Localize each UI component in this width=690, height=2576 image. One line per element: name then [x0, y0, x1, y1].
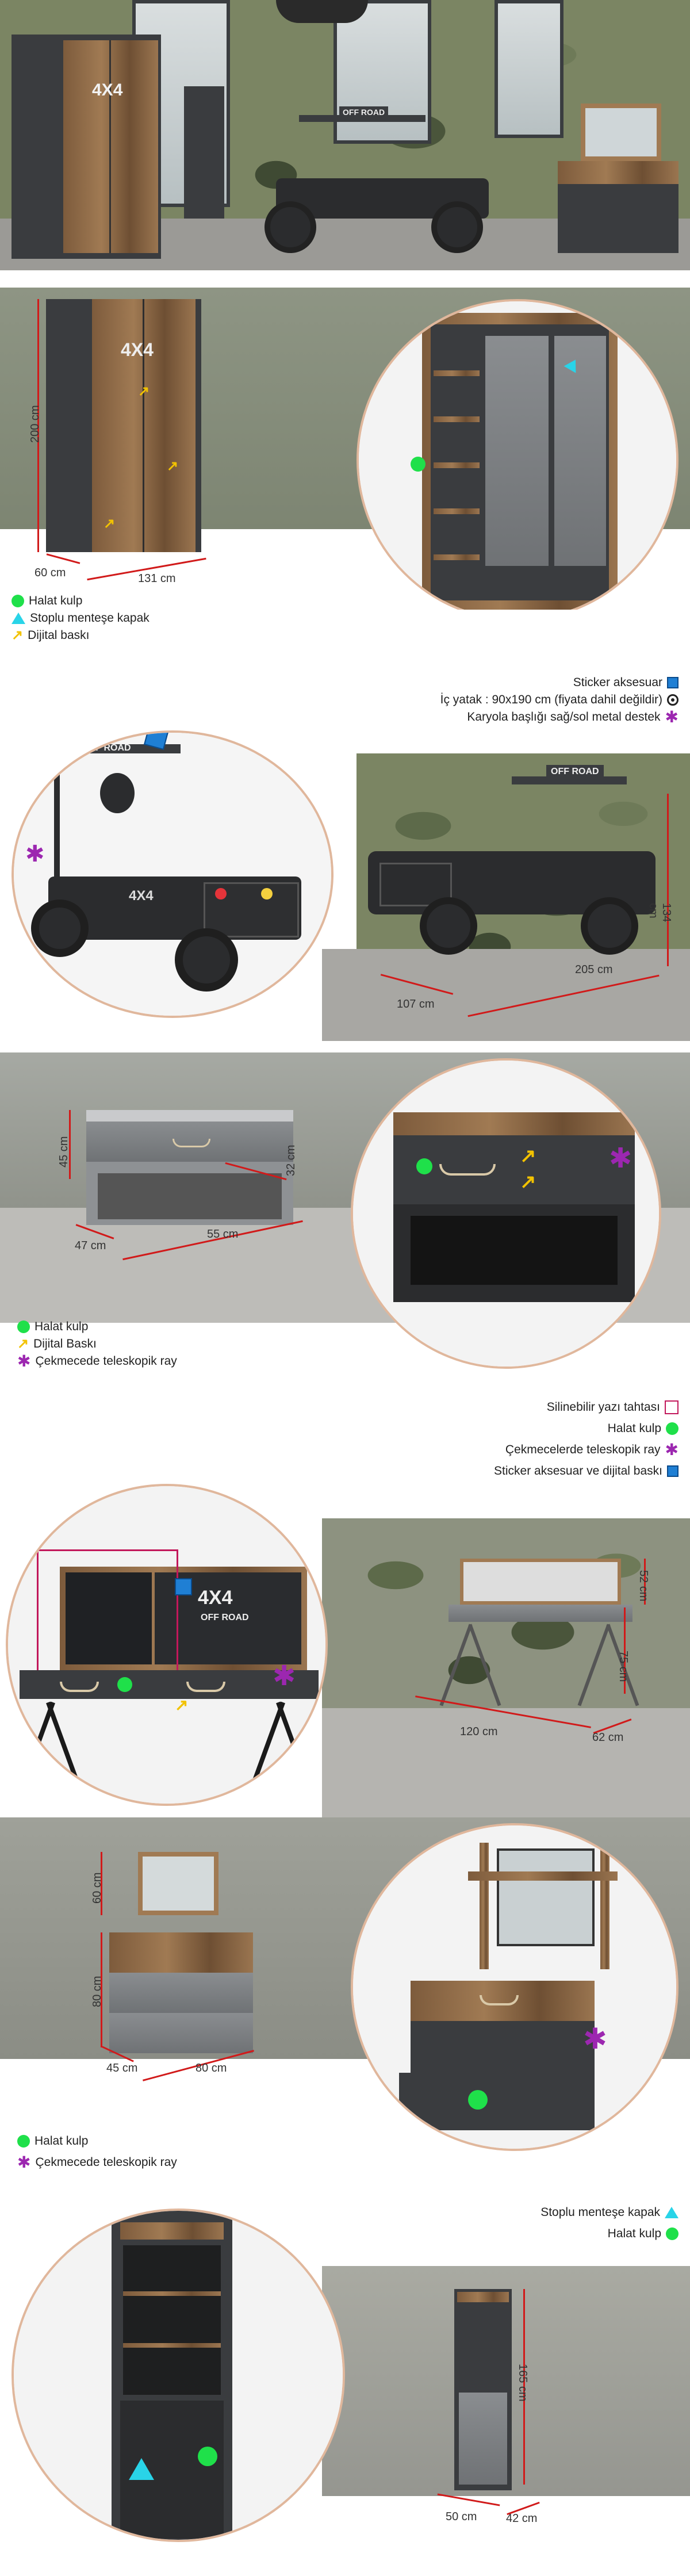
desk-section: 4X4 OFF ROAD ✱ ↗ 52 cm 75 cm 120 cm 62 c…: [0, 1484, 690, 1829]
wardrobe-height-label: 200 cm: [29, 405, 41, 443]
handle-marker-icon: [117, 1677, 132, 1692]
nightstand-legend-item: ↗Dijital Baskı: [17, 1336, 97, 1352]
bed-legend-item: Karyola başlığı sağ/sol metal destek✱: [467, 708, 678, 726]
rail-marker-icon: ✱: [583, 2023, 607, 2055]
bed-width-label: 107 cm: [397, 998, 435, 1011]
green-dot-icon: [12, 595, 24, 607]
wardrobe-width-label: 131 cm: [138, 572, 176, 585]
bed-section: OFF ROAD 107 cm 205 cm 134 cm OFF ROAD 4…: [0, 730, 690, 1041]
metal-support-marker-icon: ✱: [25, 841, 45, 867]
nightstand-detail-circle: ↗ ↗ ✱: [351, 1058, 661, 1369]
blue-square-icon: [667, 1465, 678, 1477]
wardrobe-product: 4X4 ↗ ↗ ↗: [46, 299, 201, 552]
nightstand-top-height-label: 32 cm: [285, 1145, 297, 1176]
digital-print-arrow-icon: ↗: [175, 1696, 189, 1714]
bookcase-detail-circle: [12, 2208, 345, 2542]
green-dot-icon: [666, 1422, 678, 1435]
wardrobe-legend-item: ↗Dijital baskı: [12, 627, 90, 643]
hinge-marker-icon: [129, 2458, 154, 2480]
handle-marker-icon: [198, 2447, 217, 2466]
dresser-legend-item: ✱Çekmecede teleskopik ray: [17, 2153, 177, 2171]
desk-depth-label: 62 cm: [592, 1731, 624, 1744]
wardrobe-detail-circle: [356, 299, 678, 610]
bookcase-product: [454, 2289, 512, 2490]
handle-marker-icon: [416, 1158, 432, 1174]
digital-print-arrow-icon: ↗: [520, 1171, 536, 1193]
desk-product: [439, 1559, 639, 1706]
yellow-arrow-icon: ↗: [17, 1336, 29, 1352]
green-dot-icon: [666, 2227, 678, 2240]
dresser-depth-label: 45 cm: [106, 2062, 138, 2074]
desk-legend-item: Silinebilir yazı tahtası: [547, 1400, 678, 1414]
hero-jeep-bed: OFF ROAD: [264, 98, 500, 253]
nightstand-product: [86, 1110, 293, 1225]
chalkboard: [66, 1572, 152, 1664]
bookcase-legend-item: Stoplu menteşe kapak: [540, 2206, 678, 2219]
wardrobe-legend-item: Halat kulp: [12, 594, 82, 608]
nightstand-legend-item: ✱Çekmecede teleskopik ray: [17, 1352, 177, 1370]
bed-legend-item: İç yatak : 90x190 cm (fiyata dahil değil…: [440, 693, 678, 707]
desk-width-label: 120 cm: [460, 1725, 498, 1738]
wardrobe-depth-label: 60 cm: [34, 567, 66, 579]
hero-room-photo: 4X4 OFF ROAD: [0, 0, 690, 270]
dresser-legend-item: Halat kulp: [17, 2134, 88, 2148]
purple-star-icon: ✱: [665, 708, 678, 726]
wardrobe-section: 4X4 ↗ ↗ ↗ 200 cm 60 cm 131 cm: [0, 288, 690, 610]
purple-star-icon: ✱: [17, 1352, 31, 1370]
purple-star-icon: ✱: [17, 2153, 31, 2171]
hero-wardrobe: 4X4: [12, 35, 161, 259]
desk-legend-item: Halat kulp: [608, 1422, 678, 1436]
bookcase-height-label: 165 cm: [516, 2364, 529, 2402]
pink-square-icon: [665, 1400, 678, 1414]
dresser-width-label: 80 cm: [195, 2062, 227, 2074]
rail-marker-icon: ✱: [609, 1143, 632, 1174]
nightstand-section: 45 cm 47 cm 55 cm 32 cm ↗ ↗ ✱: [0, 1052, 690, 1375]
desk-legend-item: Çekmecelerde teleskopik ray✱: [505, 1441, 678, 1459]
nightstand-legend-item: Halat kulp: [17, 1320, 88, 1334]
desk-board-height-label: 52 cm: [637, 1570, 650, 1602]
cyan-triangle-icon: [12, 613, 25, 624]
purple-star-icon: ✱: [665, 1441, 678, 1459]
bed-product: OFF ROAD: [368, 765, 667, 955]
nightstand-width-label: 55 cm: [207, 1228, 239, 1241]
yellow-arrow-icon: ↗: [12, 627, 24, 643]
cyan-triangle-icon: [665, 2207, 678, 2218]
wardrobe-legend-item: Stoplu menteşe kapak: [12, 611, 150, 625]
rail-marker-icon: ✱: [273, 1661, 296, 1691]
target-icon: [667, 694, 678, 706]
bed-height-label: 134 cm: [647, 903, 673, 923]
bookcase-width-label: 50 cm: [446, 2510, 477, 2523]
bookcase-legend-item: Halat kulp: [608, 2227, 678, 2241]
green-dot-icon: [17, 2135, 30, 2148]
digital-print-arrow-icon: ↗: [103, 516, 116, 531]
desk-height-label: 75 cm: [617, 1651, 630, 1682]
dresser-detail-circle: ✱: [351, 1823, 678, 2151]
sticker-marker-icon: [175, 1578, 192, 1595]
bookcase-depth-label: 42 cm: [506, 2512, 538, 2525]
dresser-section: 60 cm 80 cm 45 cm 80 cm ✱: [0, 1817, 690, 2185]
nightstand-height-label: 45 cm: [57, 1136, 70, 1168]
digital-print-arrow-icon: ↗: [167, 458, 179, 474]
bed-legend-item: Sticker aksesuar: [573, 676, 678, 690]
nightstand-depth-label: 47 cm: [75, 1239, 106, 1252]
handle-marker-icon: [468, 2090, 488, 2110]
dresser-height-label: 80 cm: [91, 1976, 103, 2007]
handle-marker-icon: [411, 457, 425, 472]
digital-print-arrow-icon: ↗: [520, 1145, 536, 1167]
green-dot-icon: [17, 1320, 30, 1333]
bed-length-label: 205 cm: [575, 963, 613, 976]
dresser-mirror-height-label: 60 cm: [91, 1872, 103, 1904]
bed-detail-circle: OFF ROAD 4X4 ✱: [12, 730, 334, 1018]
blue-square-icon: [667, 677, 678, 688]
hero-wardrobe-print: 4X4: [92, 81, 123, 99]
desk-detail-circle: 4X4 OFF ROAD ✱ ↗: [6, 1484, 328, 1806]
digital-print-arrow-icon: ↗: [138, 384, 150, 399]
dresser-product: [109, 1852, 259, 2059]
desk-legend-item: Sticker aksesuar ve dijital baskı: [494, 1464, 678, 1478]
bookcase-section: 165 cm 50 cm 42 cm: [0, 2174, 690, 2576]
